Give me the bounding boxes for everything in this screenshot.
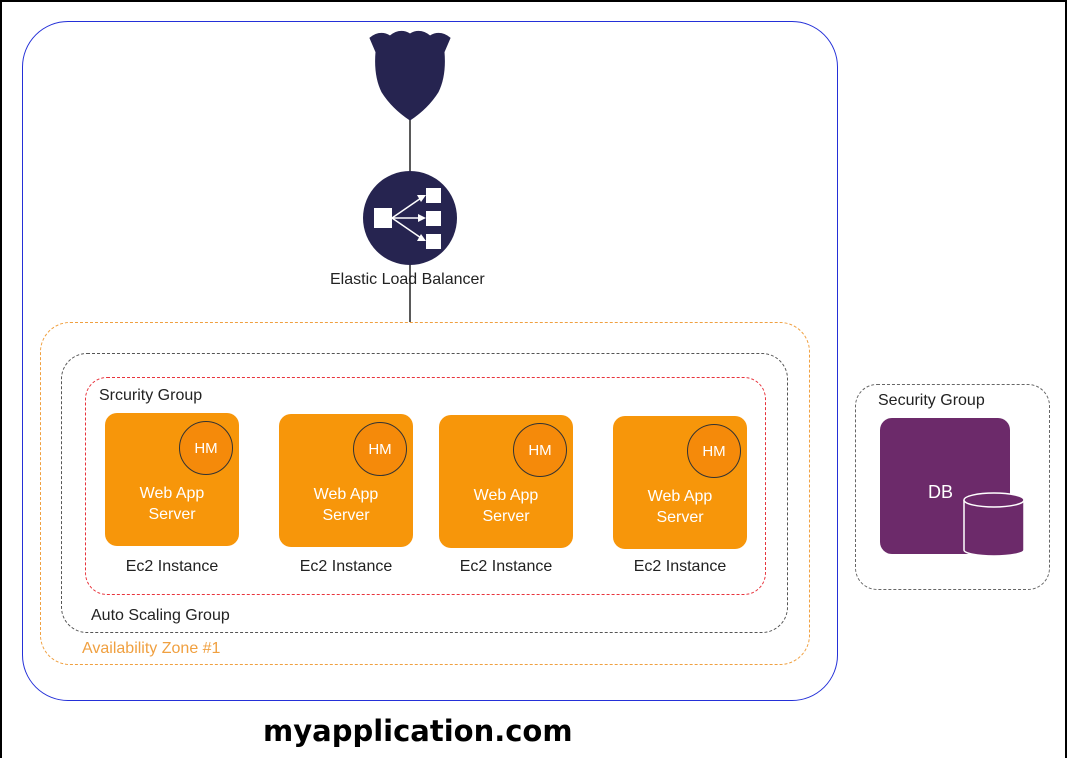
web-app-server-3: HM Web App Server: [439, 415, 573, 548]
ec2-instance-label: Ec2 Instance: [633, 558, 727, 575]
db-security-group: [855, 384, 1050, 590]
db-label: DB: [928, 482, 954, 502]
health-monitor-badge: HM: [513, 423, 567, 477]
server-label: Web App Server: [473, 487, 539, 525]
web-security-group: [85, 377, 766, 595]
availability-zone-label: Availability Zone #1: [82, 640, 221, 657]
web-app-server-2: HM Web App Server: [279, 414, 413, 547]
availability-zone-group: [40, 322, 810, 665]
server-label: Web App Server: [647, 488, 713, 526]
server-label: Web App Server: [139, 485, 205, 523]
web-security-group-label: Srcurity Group: [99, 387, 203, 404]
web-app-server-4: HM Web App Server: [613, 416, 747, 549]
ec2-instance-label: Ec2 Instance: [459, 558, 553, 575]
load-balancer-icon: [363, 171, 457, 265]
load-balancer-label: Elastic Load Balancer: [330, 271, 485, 288]
internet-shield-icon: [369, 30, 451, 121]
db-security-group-label: Security Group: [878, 392, 985, 409]
database-box: DB: [880, 418, 1010, 554]
health-monitor-badge: HM: [179, 421, 233, 475]
server-label: Web App Server: [313, 486, 379, 524]
footer-title: myapplication.com: [263, 714, 573, 748]
vpc-boundary: [22, 21, 838, 701]
ec2-instance-label: Ec2 Instance: [125, 558, 219, 575]
web-app-server-1: HM Web App Server: [105, 413, 239, 546]
auto-scaling-group-label: Auto Scaling Group: [91, 607, 230, 624]
auto-scaling-group: [61, 353, 788, 633]
health-monitor-badge: HM: [353, 422, 407, 476]
ec2-instance-label: Ec2 Instance: [299, 558, 393, 575]
health-monitor-badge: HM: [687, 424, 741, 478]
